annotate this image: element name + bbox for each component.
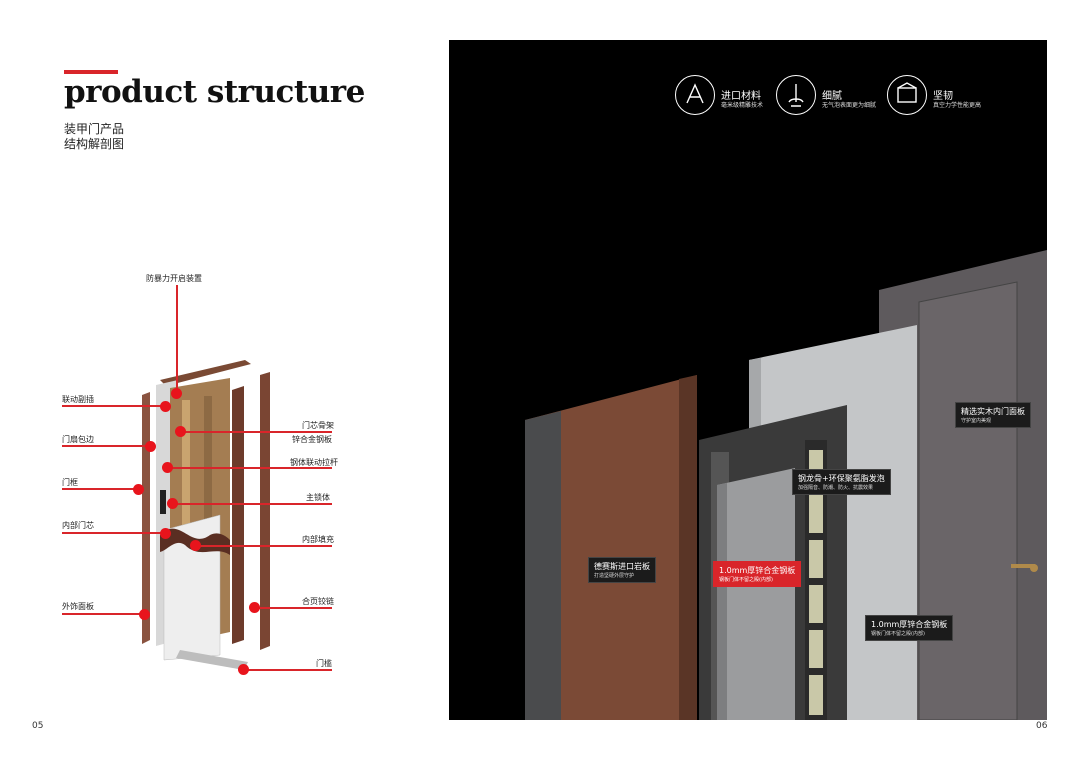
callout-zinc-plate: 1.0mm厚锌合金钢板 钢板门体不留之殿(内部) [865, 615, 954, 641]
label-right-2: 锌合金钢板 [292, 435, 332, 444]
label-right-1: 门芯骨架 [302, 421, 334, 430]
label-right-5: 内部填充 [302, 535, 334, 544]
page-number-right: 06 [1036, 721, 1048, 731]
label-top: 防暴力开启装置 [146, 274, 202, 283]
spray-icon [776, 75, 816, 115]
callout-rock-board: 德赛斯进口岩板 打造坚硬外层守护 [588, 557, 656, 583]
label-right-4: 主锁体 [306, 493, 330, 502]
frame-icon [887, 75, 927, 115]
callout-zinc-plate-highlight: 1.0mm厚锌合金钢板 钢板门体不留之殿(内部) [713, 561, 802, 587]
title-accent-bar [64, 70, 118, 74]
page-subtitle: 装甲门产品 结构解剖图 [64, 122, 124, 152]
door-exploded-illustration [142, 360, 270, 670]
page-title: product structure [64, 74, 365, 110]
label-right-7: 门槛 [316, 659, 332, 668]
door-hinge-bar [260, 372, 270, 650]
page-number-left: 05 [32, 721, 44, 731]
callout-steel-frame: 钢龙骨+环保聚氨脂发泡 加强隔音、防潮、防火、抗震效果 [792, 469, 891, 495]
door-lock-icon [160, 490, 166, 514]
callout-wood-panel: 精选实木内门面板 守护室内美观 [955, 402, 1031, 428]
product-photo-panel: 进口材料 毫米级精雕技术 细腻 无气泡表面更为细腻 坚韧 真空力学性能更高 精选… [449, 40, 1047, 720]
rock-board [525, 375, 697, 720]
door-edge-bar [232, 386, 244, 644]
subtitle-line-1: 装甲门产品 [64, 122, 125, 136]
label-left-4: 内部门芯 [62, 521, 94, 530]
ruler-compass-icon [675, 75, 715, 115]
label-left-1: 联动副插 [62, 395, 94, 404]
steel-plate [717, 468, 795, 720]
label-left-5: 外饰面板 [62, 602, 94, 611]
door-top-frame [160, 360, 251, 386]
label-left-3: 门框 [62, 478, 78, 487]
door-frame-left [142, 392, 150, 644]
door-threshold [176, 650, 248, 670]
label-left-2: 门扇包边 [62, 435, 94, 444]
label-right-6: 合页铰链 [302, 597, 334, 606]
door-layers-illustration [525, 250, 1047, 720]
label-dot [170, 387, 182, 399]
label-right-3: 钢体联动拉杆 [290, 458, 338, 467]
subtitle-line-2: 结构解剖图 [64, 137, 125, 151]
